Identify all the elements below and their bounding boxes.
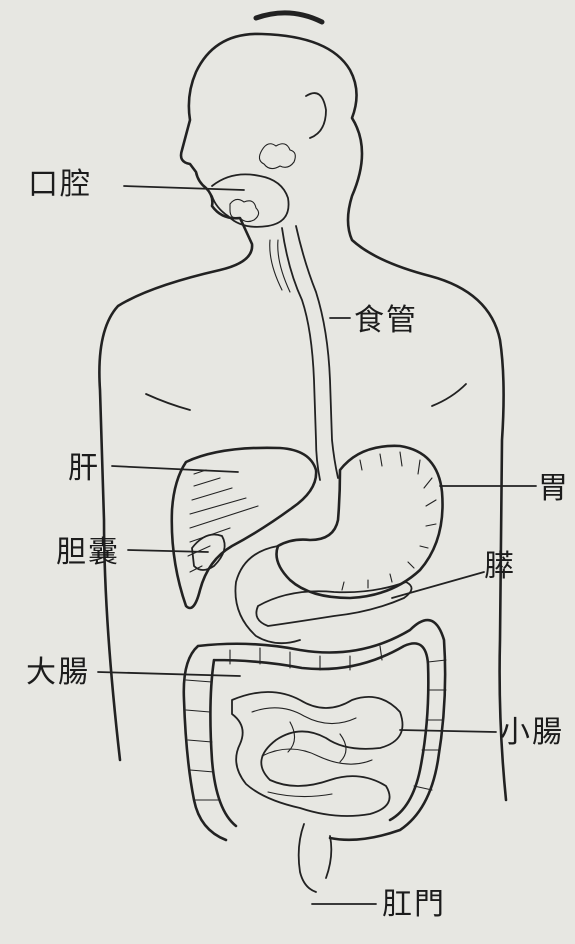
esophagus-tube — [282, 226, 338, 480]
label-liver: 肝 — [68, 454, 100, 484]
label-pancreas: 膵 — [484, 552, 516, 582]
hair-mark — [256, 13, 322, 22]
label-anus: 肛門 — [382, 890, 446, 920]
pancreas-shape — [256, 582, 411, 626]
label-esophagus: 食管 — [354, 306, 418, 336]
ear — [306, 93, 326, 138]
small-intestine-loops-inner — [252, 708, 372, 797]
label-stomach: 胃 — [538, 474, 570, 504]
leader-small-intestine — [400, 730, 496, 732]
leader-pancreas — [392, 572, 484, 598]
salivary-gland-upper — [259, 144, 295, 169]
leader-mouth — [124, 186, 244, 190]
chest-line-left — [146, 394, 190, 410]
stomach-shape — [277, 446, 443, 598]
leader-gallbladder — [128, 550, 208, 552]
salivary-gland-lower — [230, 199, 259, 221]
chest-line-right — [432, 384, 466, 406]
label-mouth: 口腔 — [28, 170, 92, 200]
label-large-intestine: 大腸 — [26, 658, 90, 688]
leader-liver — [112, 466, 238, 472]
liver-hatch — [188, 470, 258, 572]
leader-large-intestine — [98, 672, 240, 676]
rectum — [299, 824, 332, 892]
label-small-intestine: 小腸 — [500, 718, 564, 748]
trachea — [270, 240, 290, 292]
label-gallbladder: 胆囊 — [56, 538, 120, 568]
